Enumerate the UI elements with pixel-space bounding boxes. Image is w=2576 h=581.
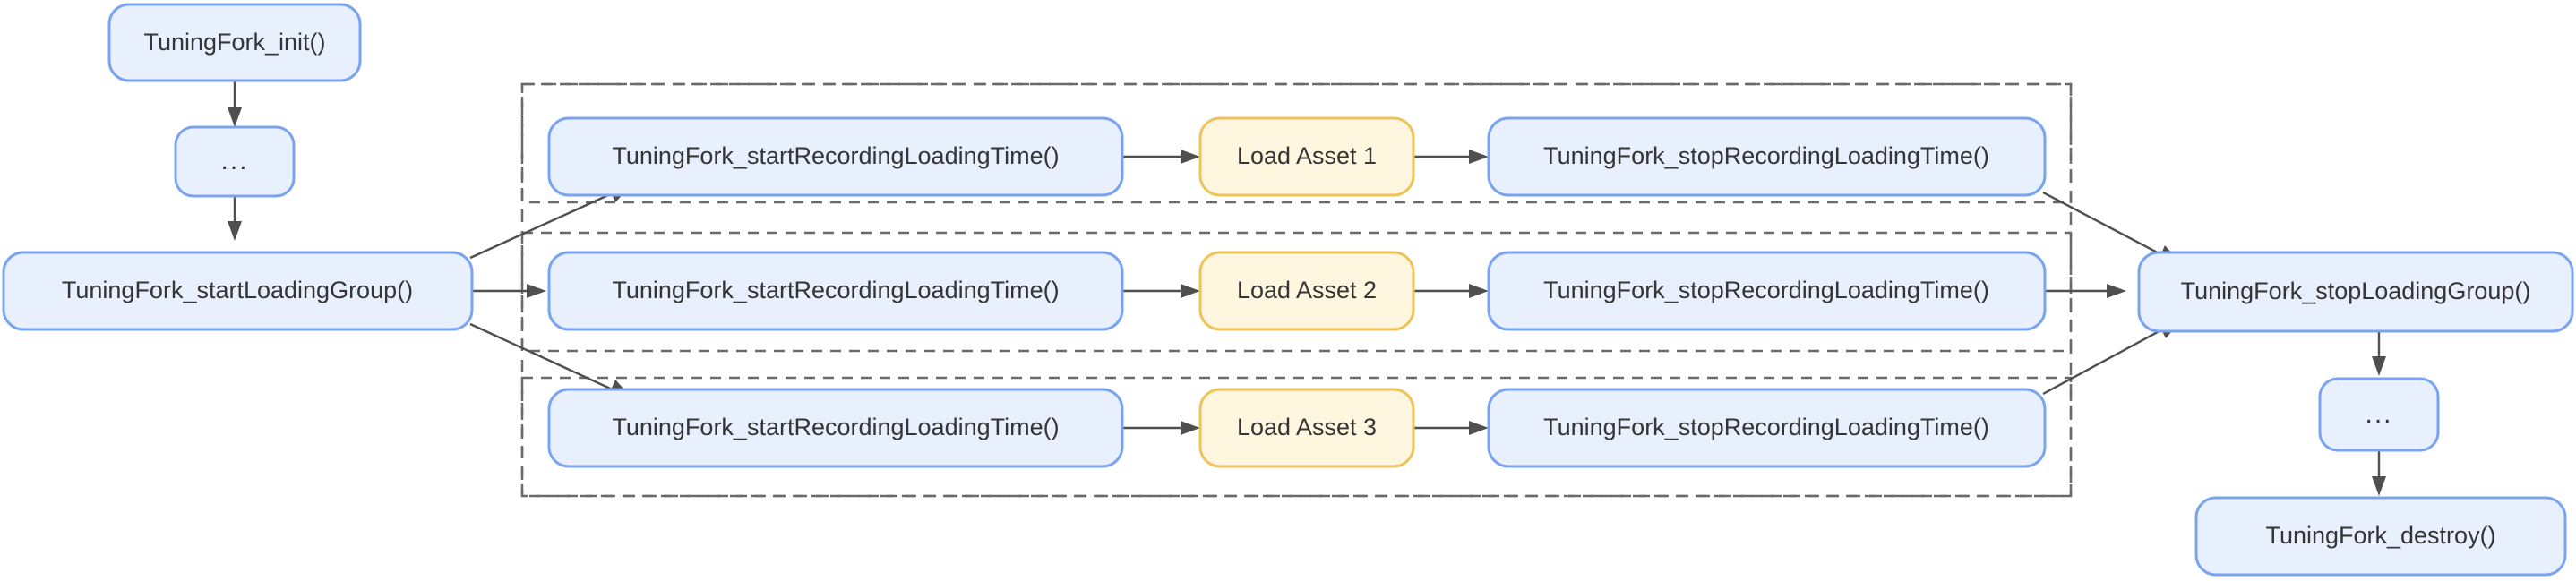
edge-init-to-ellipsis-top <box>228 81 242 127</box>
edge-row2-to-stop-group <box>2045 284 2126 298</box>
edge-start-group-to-row3 <box>469 322 632 398</box>
node-row3-load-asset[interactable]: Load Asset 3 <box>1198 388 1415 468</box>
node-row2-start-recording[interactable]: TuningFork_startRecordingLoadingTime() <box>547 251 1124 331</box>
edge-row2-asset-to-stop <box>1413 284 1489 298</box>
node-row2-stop-recording[interactable]: TuningFork_stopRecordingLoadingTime() <box>1487 251 2047 331</box>
edge-stop-group-to-ellipsis-bottom <box>2372 331 2386 376</box>
edge-row2-start-to-asset <box>1122 284 1200 298</box>
node-row1-stop-recording[interactable]: TuningFork_stopRecordingLoadingTime() <box>1487 116 2047 197</box>
node-tuningfork-destroy[interactable]: TuningFork_destroy() <box>2194 496 2567 577</box>
edge-start-group-to-row2 <box>472 284 546 298</box>
node-row3-stop-recording[interactable]: TuningFork_stopRecordingLoadingTime() <box>1487 388 2047 468</box>
node-ellipsis-bottom[interactable]: ... <box>2318 377 2440 452</box>
edge-ellipsis-bottom-to-destroy <box>2372 450 2386 496</box>
edge-ellipsis-top-to-start-group <box>228 196 242 241</box>
edge-row1-asset-to-stop <box>1413 150 1489 164</box>
node-stop-loading-group[interactable]: TuningFork_stopLoadingGroup() <box>2137 251 2574 333</box>
edge-row3-start-to-asset <box>1122 421 1200 435</box>
cluster-row-3 <box>520 376 2073 498</box>
node-row2-load-asset[interactable]: Load Asset 2 <box>1198 251 1415 331</box>
node-start-loading-group[interactable]: TuningFork_startLoadingGroup() <box>2 251 474 331</box>
node-tuningfork-init[interactable]: TuningFork_init() <box>107 3 362 82</box>
edge-row1-start-to-asset <box>1122 150 1200 164</box>
node-row1-load-asset[interactable]: Load Asset 1 <box>1198 116 1415 197</box>
edge-row3-asset-to-stop <box>1413 421 1489 435</box>
node-ellipsis-top[interactable]: ... <box>174 125 296 198</box>
cluster-row-1 <box>520 82 2073 204</box>
node-row3-start-recording[interactable]: TuningFork_startRecordingLoadingTime() <box>547 388 1124 468</box>
node-row1-start-recording[interactable]: TuningFork_startRecordingLoadingTime() <box>547 116 1124 197</box>
